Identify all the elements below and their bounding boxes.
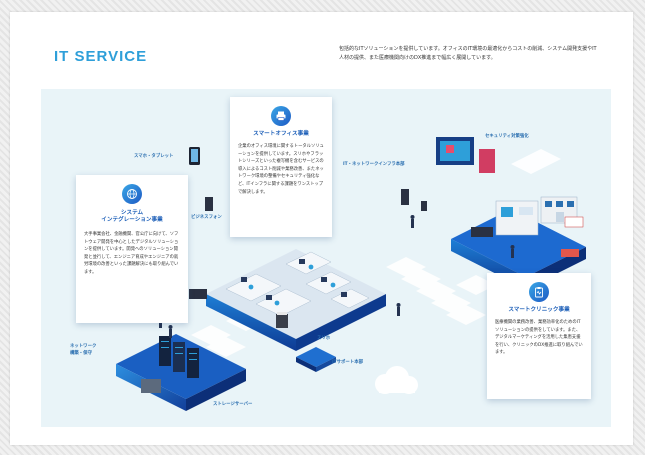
card-smart-clinic-body: 医療機関の業務改善、業務効率化のためのITソリューションの提供をしています。また…	[495, 320, 583, 356]
label-business-phone: ビジネスフォン	[191, 215, 222, 220]
brochure-page: IT SERVICE 包括的なITソリューションを提供しています。オフィスのIT…	[10, 12, 633, 445]
card-system-title-line1: システム	[120, 210, 144, 216]
label-it-network: IT・ネットワークインフラ本部	[343, 162, 405, 167]
label-storage: ストレージサーバー	[213, 402, 253, 407]
card-smart-office-title: スマートオフィス事業	[253, 131, 309, 137]
medical-clipboard-icon	[529, 282, 549, 302]
card-smart-clinic: スマートクリニック事業 医療機関の業務改善、業務効率化のためのITソリューション…	[487, 273, 591, 399]
isometric-illustration: スマホ・タブレット ビジネスフォン IT・ネットワークインフラ本部 セキュリティ…	[41, 89, 611, 427]
intro-text: 包括的なITソリューションを提供しています。オフィスのIT環境の最適化からコスト…	[339, 46, 597, 61]
card-system-body: 大手事業会社、金融機関、官公庁に向けて、ソフトウェア開発を中心としたデジタルソリ…	[84, 232, 179, 275]
card-smart-office: スマートオフィス事業 企業のオフィス環境に関するトータルソリューションを提供して…	[230, 97, 332, 237]
label-network-build: ネットワーク 構築・保守	[70, 344, 97, 356]
page-title: IT SERVICE	[54, 48, 148, 65]
card-system-integration: システム インテグレーション事業 大手事業会社、金融機関、官公庁に向けて、ソフト…	[76, 175, 188, 323]
globe-icon	[122, 184, 142, 204]
label-smartphone: スマホ・タブレット	[134, 154, 174, 159]
printer-icon	[271, 106, 291, 126]
card-smart-office-body: 企業のオフィス環境に関するトータルソリューションを提供しています。スリホやフラッ…	[238, 144, 324, 195]
card-smart-clinic-title: スマートクリニック事業	[508, 307, 570, 313]
label-security: セキュリティ対策強化	[485, 134, 529, 139]
card-system-title-line2: インテグレーション事業	[101, 217, 163, 223]
illustration-art	[116, 137, 586, 411]
label-utm: スリホ	[317, 336, 331, 341]
label-it-support: ITサポート本部	[332, 360, 363, 365]
